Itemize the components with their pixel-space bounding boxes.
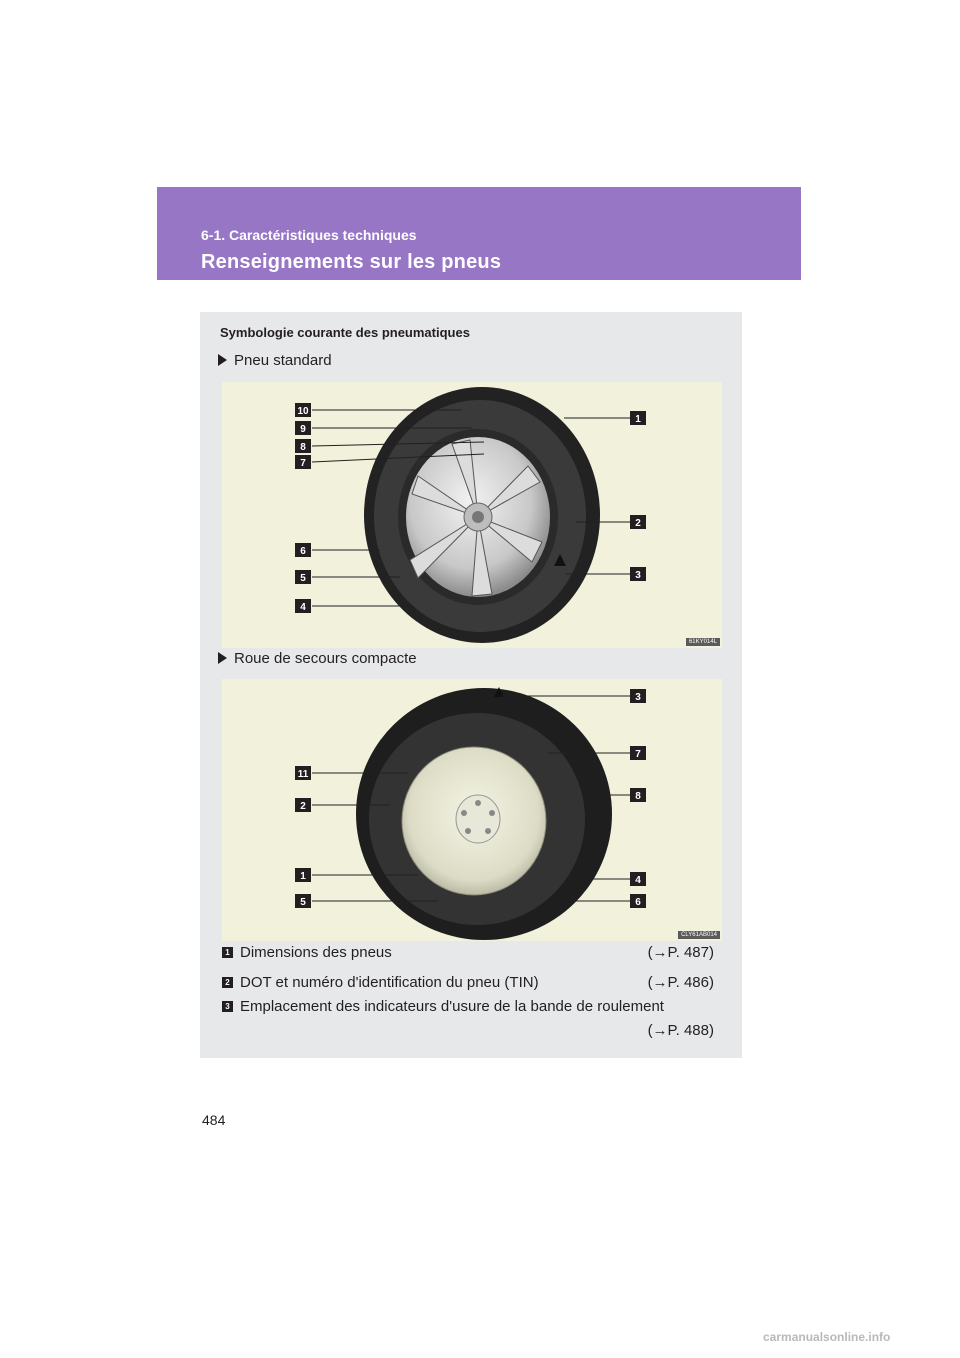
page-number: 484 — [202, 1112, 226, 1128]
svg-text:4: 4 — [300, 602, 306, 613]
svg-text:2: 2 — [300, 801, 306, 812]
callouts-left: 10 9 8 7 6 5 4 — [295, 403, 311, 613]
page-reference[interactable]: (→P. 488) — [647, 1022, 714, 1039]
svg-text:1: 1 — [635, 414, 641, 425]
svg-text:9: 9 — [300, 424, 306, 435]
spare-tire-figure: 11 2 1 5 3 7 8 4 6 CLY61AB014 — [222, 679, 722, 941]
callout-badge: 2 — [295, 798, 311, 812]
pointer-arrow-icon — [218, 652, 227, 664]
figure2-label-row: Roue de secours compacte — [218, 650, 417, 667]
svg-text:7: 7 — [300, 458, 306, 469]
lug-nuts — [461, 800, 495, 834]
chapter-header: 6-1. Caractéristiques techniques Renseig… — [157, 187, 801, 280]
callout-badge: 6 — [295, 543, 311, 557]
callouts-left: 11 2 1 5 — [295, 766, 311, 908]
callout-badge: 5 — [295, 570, 311, 584]
svg-text:5: 5 — [300, 573, 306, 584]
svg-text:7: 7 — [635, 749, 641, 760]
figure1-label: Pneu standard — [234, 352, 332, 369]
standard-tire-figure: 10 9 8 7 6 5 4 1 2 3 61KY014L — [222, 382, 722, 648]
item-text: Dimensions des pneus — [240, 944, 392, 961]
callout-badge: 7 — [630, 746, 646, 760]
svg-text:3: 3 — [635, 570, 641, 581]
item-number-badge: 1 — [222, 947, 233, 958]
svg-text:8: 8 — [300, 442, 306, 453]
callout-badge: 1 — [630, 411, 646, 425]
svg-text:5: 5 — [300, 897, 306, 908]
callout-badge: 10 — [295, 403, 311, 417]
figure2-label: Roue de secours compacte — [234, 650, 417, 667]
section-label: 6-1. Caractéristiques techniques — [201, 227, 417, 243]
info-panel: Symbologie courante des pneumatiques Pne… — [200, 312, 742, 1058]
page-title: Renseignements sur les pneus — [201, 251, 502, 273]
item-number-badge: 2 — [222, 977, 233, 988]
watermark: carmanualsonline.info — [763, 1330, 891, 1344]
wear-indicator-mark — [554, 554, 566, 566]
leader-lines — [311, 409, 630, 607]
callout-badge: 5 — [295, 894, 311, 908]
callout-badge: 1 — [295, 868, 311, 882]
svg-text:4: 4 — [635, 875, 641, 886]
hub-logo — [472, 511, 484, 523]
callouts-right: 1 2 3 — [630, 411, 646, 581]
svg-text:8: 8 — [635, 791, 641, 802]
svg-text:11: 11 — [298, 769, 309, 780]
callout-badge: 7 — [295, 455, 311, 469]
figure-code: CLY61AB014 — [678, 931, 720, 939]
callout-badge: 3 — [630, 689, 646, 703]
callout-badge: 8 — [295, 439, 311, 453]
callout-badge: 2 — [630, 515, 646, 529]
callout-badge: 4 — [630, 872, 646, 886]
item-number-badge: 3 — [222, 1001, 233, 1012]
callout-badge: 3 — [630, 567, 646, 581]
item-text: DOT et numéro d'identification du pneu (… — [240, 974, 539, 991]
callout-badge: 8 — [630, 788, 646, 802]
panel-heading: Symbologie courante des pneumatiques — [220, 325, 470, 340]
callout-badge: 4 — [295, 599, 311, 613]
page-reference[interactable]: (→P. 487) — [647, 944, 714, 961]
callouts-right: 3 7 8 4 6 — [630, 689, 646, 908]
item-text: Emplacement des indicateurs d'usure de l… — [240, 998, 664, 1015]
pointer-arrow-icon — [218, 354, 227, 366]
page-reference[interactable]: (→P. 486) — [647, 974, 714, 991]
callout-badge: 9 — [295, 421, 311, 435]
svg-text:6: 6 — [635, 897, 641, 908]
callout-badge: 11 — [295, 766, 311, 780]
wheel-spokes — [409, 439, 543, 597]
svg-text:6: 6 — [300, 546, 306, 557]
svg-text:2: 2 — [635, 518, 641, 529]
leader-lines — [312, 695, 630, 902]
standard-tire-illustration: 10 9 8 7 6 5 4 1 2 3 — [295, 387, 646, 643]
svg-text:1: 1 — [300, 871, 306, 882]
figure-code: 61KY014L — [685, 638, 720, 646]
figure1-label-row: Pneu standard — [218, 352, 332, 369]
callout-badge: 6 — [630, 894, 646, 908]
spare-tire-illustration: 11 2 1 5 3 7 8 4 6 — [295, 687, 646, 940]
svg-text:10: 10 — [297, 406, 309, 417]
wear-indicator-mark — [494, 687, 504, 697]
svg-text:3: 3 — [635, 692, 641, 703]
